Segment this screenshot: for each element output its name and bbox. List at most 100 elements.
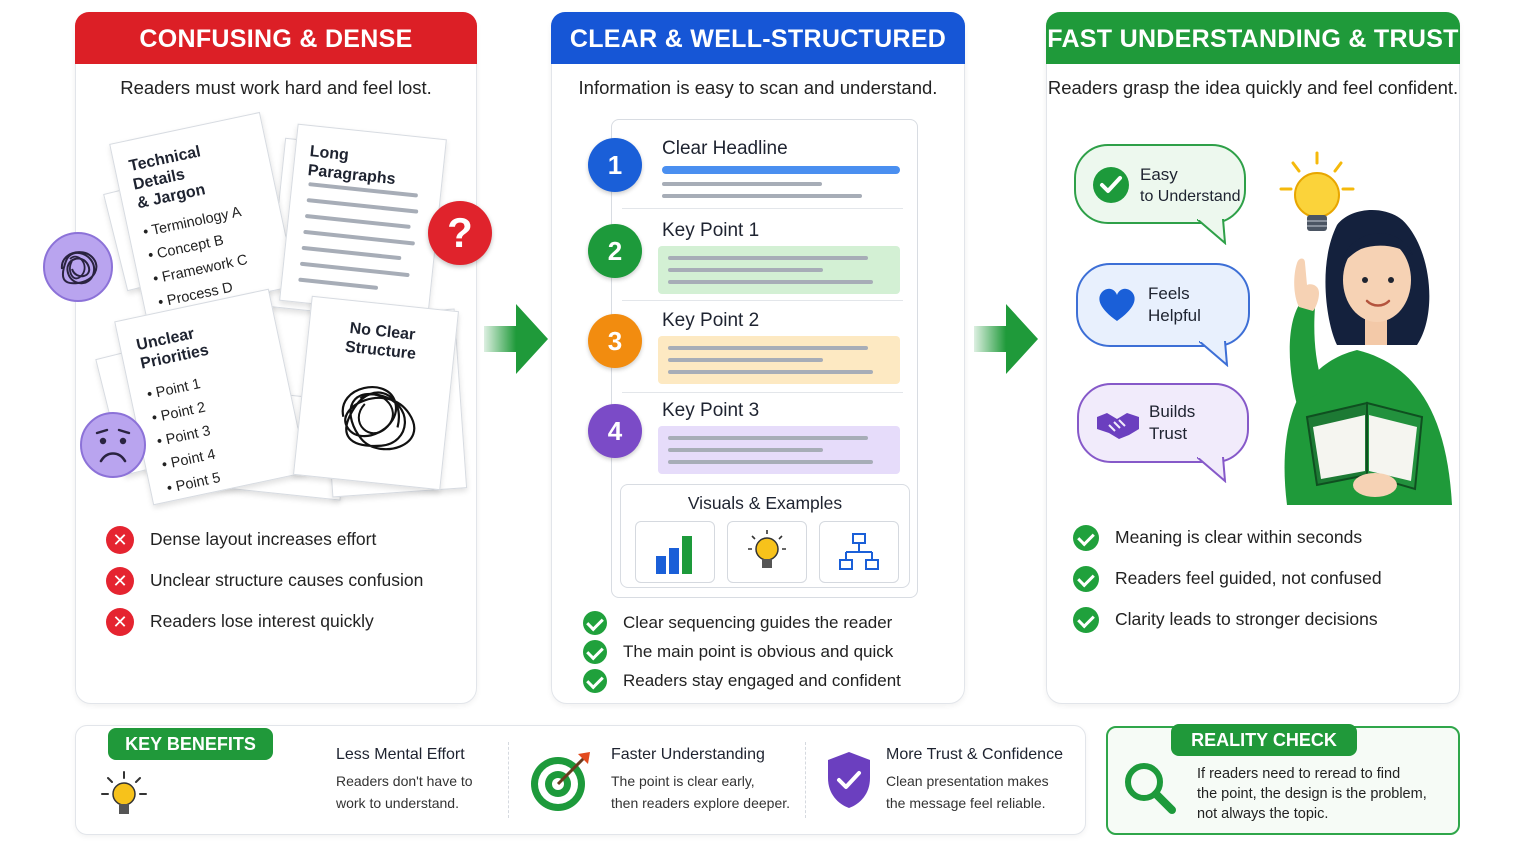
benefit-title: More Trust & Confidence <box>886 746 1063 763</box>
check-icon <box>1073 565 1099 592</box>
card-long-paragraphs: Long Paragraphs <box>279 123 447 317</box>
problem-list: ✕ Dense layout increases effort ✕ Unclear … <box>106 519 423 642</box>
x-mark-icon: ✕ <box>106 607 134 636</box>
bubble-easy: Easy to Understand <box>1074 144 1246 224</box>
step-title: Clear Headline <box>662 138 788 159</box>
reality-check-text: If readers need to reread to find the po… <box>1197 764 1455 824</box>
text-line <box>304 213 411 229</box>
benefit-item: Readers stay engaged and confident <box>583 666 901 695</box>
panel-header: FAST UNDERSTANDING & TRUST <box>1046 12 1460 64</box>
step-number: 2 <box>588 224 642 278</box>
step-title: Key Point 1 <box>662 220 760 241</box>
text-line <box>306 198 419 214</box>
benefit-desc: The point is clear early, <box>611 773 755 789</box>
text-line <box>662 182 822 186</box>
step-number: 3 <box>588 314 642 368</box>
sad-face-icon <box>80 412 146 478</box>
reality-line: the point, the design is the problem, <box>1197 786 1427 802</box>
x-mark-icon: ✕ <box>106 525 134 554</box>
divider <box>622 300 903 301</box>
step-item: 4 Key Point 3 <box>588 396 919 484</box>
separator <box>508 742 509 818</box>
key-benefits-bar: KEY BENEFITS Less Mental Effort Readers … <box>75 725 1086 835</box>
hierarchy-icon <box>819 521 899 583</box>
benefit-text: The main point is obvious and quick <box>623 641 894 661</box>
separator <box>805 742 806 818</box>
text-line <box>668 280 873 284</box>
panel-subtitle: Information is easy to scan and understa… <box>578 77 938 98</box>
step-number: 1 <box>588 138 642 192</box>
divider <box>622 392 903 393</box>
benefit-item: Clear sequencing guides the reader <box>583 608 901 637</box>
question-icon: ? <box>428 201 492 265</box>
step-item: 2 Key Point 1 <box>588 212 919 300</box>
visuals-examples-box: Visuals & Examples <box>620 484 910 588</box>
benefit-desc: Clean presentation makes <box>886 773 1049 789</box>
x-mark-icon: ✕ <box>106 566 134 595</box>
benefit-faster: Faster Understanding The point is clear … <box>611 746 790 814</box>
problem-text: Unclear structure causes confusion <box>150 570 424 590</box>
right-arrow-icon <box>484 304 548 374</box>
problem-text: Dense layout increases effort <box>150 529 377 549</box>
bubble-text: to Understand <box>1140 188 1241 205</box>
outcome-item: Readers feel guided, not confused <box>1073 558 1382 599</box>
check-icon <box>583 610 607 635</box>
right-arrow-icon <box>974 304 1038 374</box>
problem-item: ✕ Unclear structure causes confusion <box>106 560 423 601</box>
step-item: 1 Clear Headline <box>588 130 919 218</box>
outcome-item: Meaning is clear within seconds <box>1073 517 1382 558</box>
text-line <box>662 194 862 198</box>
lightbulb-icon <box>1279 151 1355 231</box>
key-benefits-badge: KEY BENEFITS <box>108 728 273 760</box>
benefit-desc: then readers explore deeper. <box>611 795 791 811</box>
text-line <box>668 460 873 464</box>
benefit-title: Less Mental Effort <box>336 746 465 763</box>
text-line <box>668 436 868 440</box>
bubble-tail <box>1197 457 1227 483</box>
problem-text: Readers lose interest quickly <box>150 611 374 631</box>
outcome-list: Meaning is clear within seconds Readers … <box>1073 517 1382 640</box>
panel-subtitle: Readers grasp the idea quickly and feel … <box>1047 77 1459 98</box>
divider <box>622 208 903 209</box>
outcome-item: Clarity leads to stronger decisions <box>1073 599 1382 640</box>
benefit-item: The main point is obvious and quick <box>583 637 901 666</box>
reality-line: If readers need to reread to find <box>1197 766 1401 782</box>
magnifier-icon <box>1125 763 1176 814</box>
outcome-text: Clarity leads to stronger decisions <box>1115 609 1378 629</box>
panel-header: CLEAR & WELL-STRUCTURED <box>551 12 965 64</box>
reader-person-illustration <box>1279 151 1452 505</box>
benefit-list: Clear sequencing guides the reader The m… <box>583 608 901 695</box>
step-item: 3 Key Point 2 <box>588 304 919 392</box>
reality-check-box: REALITY CHECK If readers need to reread … <box>1106 724 1460 835</box>
bar-chart-icon <box>635 521 715 583</box>
target-icon <box>531 752 590 811</box>
step-title: Key Point 3 <box>662 400 760 421</box>
step-number: 4 <box>588 404 642 458</box>
check-icon <box>1073 606 1099 633</box>
benefit-text: Clear sequencing guides the reader <box>623 612 893 632</box>
step-title: Key Point 2 <box>662 310 760 331</box>
benefit-text: Readers stay engaged and confident <box>623 670 901 690</box>
panel-header: CONFUSING & DENSE <box>75 12 477 64</box>
headline-bar <box>662 166 900 174</box>
text-line <box>668 370 873 374</box>
outcome-text: Meaning is clear within seconds <box>1115 527 1363 547</box>
content-block <box>658 426 900 474</box>
outcome-text: Readers feel guided, not confused <box>1115 568 1382 588</box>
lightbulb-icon <box>101 771 147 814</box>
text-line <box>668 256 868 260</box>
text-line <box>668 268 823 272</box>
bubble-tail <box>1199 341 1229 367</box>
text-line <box>298 277 379 290</box>
check-icon <box>583 639 607 664</box>
panel-clear: CLEAR & WELL-STRUCTURED Information is e… <box>551 12 965 704</box>
panel-understanding: FAST UNDERSTANDING & TRUST Readers grasp… <box>1046 12 1460 704</box>
tangled-brain-icon <box>43 232 113 302</box>
benefit-desc: Readers don't have to <box>336 773 473 789</box>
problem-item: ✕ Readers lose interest quickly <box>106 601 423 642</box>
panel-subtitle: Readers must work hard and feel lost. <box>120 77 432 98</box>
lightbulb-icon <box>727 521 807 583</box>
benefit-desc: work to understand. <box>336 795 459 811</box>
content-block <box>658 246 900 294</box>
bubble-text: Builds <box>1149 402 1196 421</box>
